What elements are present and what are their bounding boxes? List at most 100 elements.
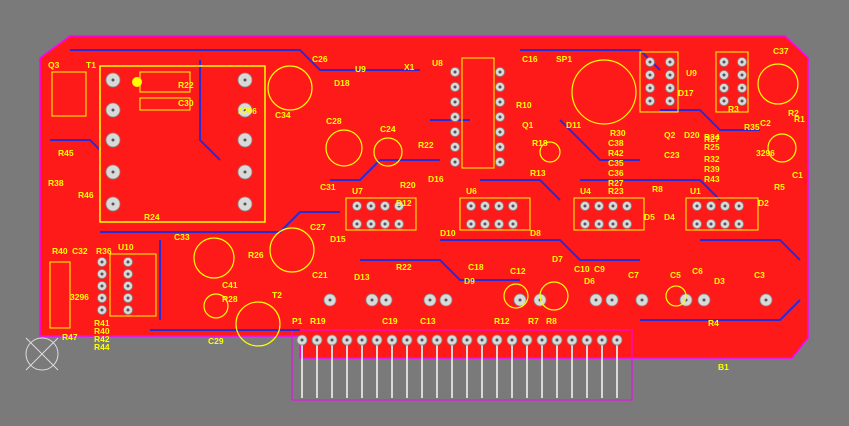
label-r7: R7 [528, 316, 539, 326]
label-r20: R20 [400, 180, 416, 190]
label-pot2: 3296 [70, 292, 89, 302]
label-d10: D10 [440, 228, 456, 238]
label-q1: Q1 [522, 120, 534, 130]
label-r10: R10 [516, 100, 532, 110]
label-u1: U1 [690, 186, 701, 196]
label-c38: C38 [608, 138, 624, 148]
label-d7: D7 [552, 254, 563, 264]
label-c26: C26 [312, 54, 328, 64]
label-c41: C41 [222, 280, 238, 290]
label-c24: C24 [380, 124, 396, 134]
label-c10: C10 [574, 264, 590, 274]
label-pot1: 3296 [756, 148, 775, 158]
label-c3: C3 [754, 270, 765, 280]
label-c7: C7 [628, 270, 639, 280]
label-pot3: 3296 [238, 106, 257, 116]
label-d18: D18 [334, 78, 350, 88]
label-r13: R13 [530, 168, 546, 178]
label-r35: R35 [744, 122, 760, 132]
label-r45: R45 [58, 148, 74, 158]
label-c33: C33 [174, 232, 190, 242]
label-c12: C12 [510, 266, 526, 276]
label-r24: R24 [144, 212, 160, 222]
label-u9-top: U9 [355, 64, 366, 74]
label-d16: D16 [428, 174, 444, 184]
label-r4: R4 [708, 318, 719, 328]
board-copper [39, 35, 809, 359]
q3-footprint [51, 71, 87, 117]
label-r47: R47 [62, 332, 78, 342]
label-u4: U4 [580, 186, 591, 196]
label-r2: R2 [788, 108, 799, 118]
label-c27: C27 [310, 222, 326, 232]
label-c30: C30 [178, 98, 194, 108]
label-r39: R39 [704, 164, 720, 174]
label-c19: C19 [382, 316, 398, 326]
label-c9: C9 [594, 264, 605, 274]
label-t2: T2 [272, 290, 282, 300]
label-r30: R30 [610, 128, 626, 138]
label-r22b: R22 [418, 140, 434, 150]
label-r3: R3 [728, 104, 739, 114]
label-r40b: R40 [94, 326, 110, 336]
label-r8: R8 [652, 184, 663, 194]
label-r27a: R27 [704, 134, 720, 144]
label-d3: D3 [714, 276, 725, 286]
label-c31: C31 [320, 182, 336, 192]
label-b1: B1 [718, 362, 729, 372]
label-c16: C16 [522, 54, 538, 64]
label-r22c: R22 [396, 262, 412, 272]
label-q2: Q2 [664, 130, 676, 140]
label-d6: D6 [584, 276, 595, 286]
label-u7: U7 [352, 186, 363, 196]
label-d8: D8 [530, 228, 541, 238]
label-r44: R44 [94, 342, 110, 352]
label-r28: R28 [222, 294, 238, 304]
label-u8: U8 [432, 58, 443, 68]
label-r41: R41 [94, 318, 110, 328]
label-r27b: R27 [608, 178, 624, 188]
label-d5: D5 [644, 212, 655, 222]
label-r5: R5 [774, 182, 785, 192]
label-d13: D13 [354, 272, 370, 282]
label-d17: D17 [678, 88, 694, 98]
label-c5: C5 [670, 270, 681, 280]
electrolytic-capacitors [193, 59, 799, 347]
label-r43: R43 [704, 174, 720, 184]
label-r38: R38 [48, 178, 64, 188]
label-r42b: R42 [94, 334, 110, 344]
label-r18: R18 [532, 138, 548, 148]
label-d9: D9 [464, 276, 475, 286]
label-c35: C35 [608, 158, 624, 168]
label-r1: R1 [794, 114, 805, 124]
label-d4: D4 [664, 212, 675, 222]
label-c6: C6 [692, 266, 703, 276]
label-c34: C34 [275, 110, 291, 120]
label-d11: D11 [566, 120, 581, 130]
label-r25: R25 [704, 142, 720, 152]
label-r40: R40 [52, 246, 68, 256]
label-c29: C29 [208, 336, 224, 346]
label-c2: C2 [760, 118, 771, 128]
bottom-layer-traces [50, 49, 801, 331]
label-c1: C1 [792, 170, 803, 180]
label-d20: D20 [684, 130, 700, 140]
label-r32: R32 [704, 154, 720, 164]
label-r46: R46 [78, 190, 94, 200]
label-c23: C23 [664, 150, 680, 160]
ic-footprints [49, 51, 759, 329]
label-u6: U6 [466, 186, 477, 196]
label-c21: C21 [312, 270, 328, 280]
label-c28: C28 [326, 116, 342, 126]
label-r34: R34 [704, 132, 720, 142]
label-r12: R12 [494, 316, 510, 326]
label-p1: P1 [292, 316, 303, 326]
label-c37: C37 [773, 46, 789, 56]
label-c18: C18 [468, 262, 484, 272]
label-u10: U10 [118, 242, 134, 252]
edge-connector [291, 329, 633, 401]
label-r36: R36 [96, 246, 112, 256]
label-c32: C32 [72, 246, 88, 256]
